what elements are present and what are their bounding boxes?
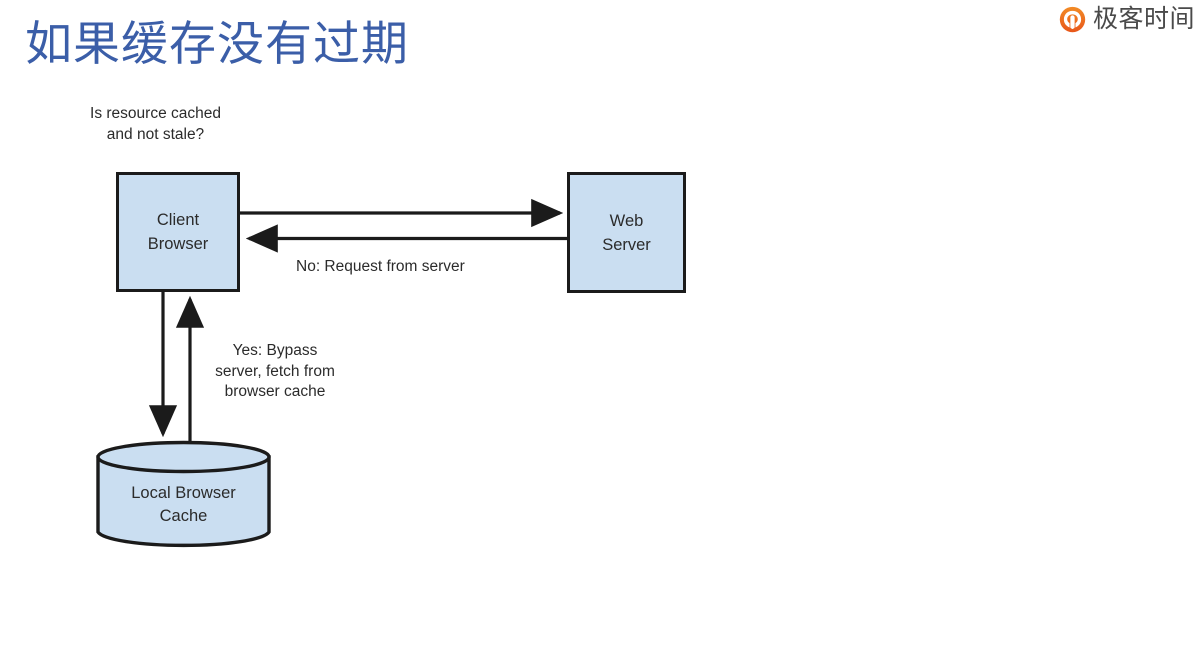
annotation-is-resource-cached: Is resource cached and not stale? (90, 105, 221, 143)
cylinder-shape-icon (96, 440, 271, 548)
page-title: 如果缓存没有过期 (25, 17, 409, 70)
brand-name: 极客时间 (1092, 5, 1195, 33)
edge-label-yes-bypass-server: Yes: Bypass server, fetch from browser c… (215, 342, 335, 400)
edge-label-no-request-from-server: No: Request from server (296, 258, 465, 275)
node-local-browser-cache[interactable]: Local Browser Cache (95, 440, 272, 549)
brand-logo: 极客时间 (1058, 5, 1195, 34)
node-web-server-label: Web Server (602, 211, 651, 254)
node-web-server[interactable]: Web Server (567, 172, 686, 293)
node-client-browser-label: Client Browser (147, 211, 209, 253)
geektime-circle-logo-icon (1059, 6, 1086, 33)
node-local-browser-cache-label: Local Browser Cache (131, 484, 236, 525)
node-client-browser[interactable]: Client Browser (116, 172, 240, 292)
